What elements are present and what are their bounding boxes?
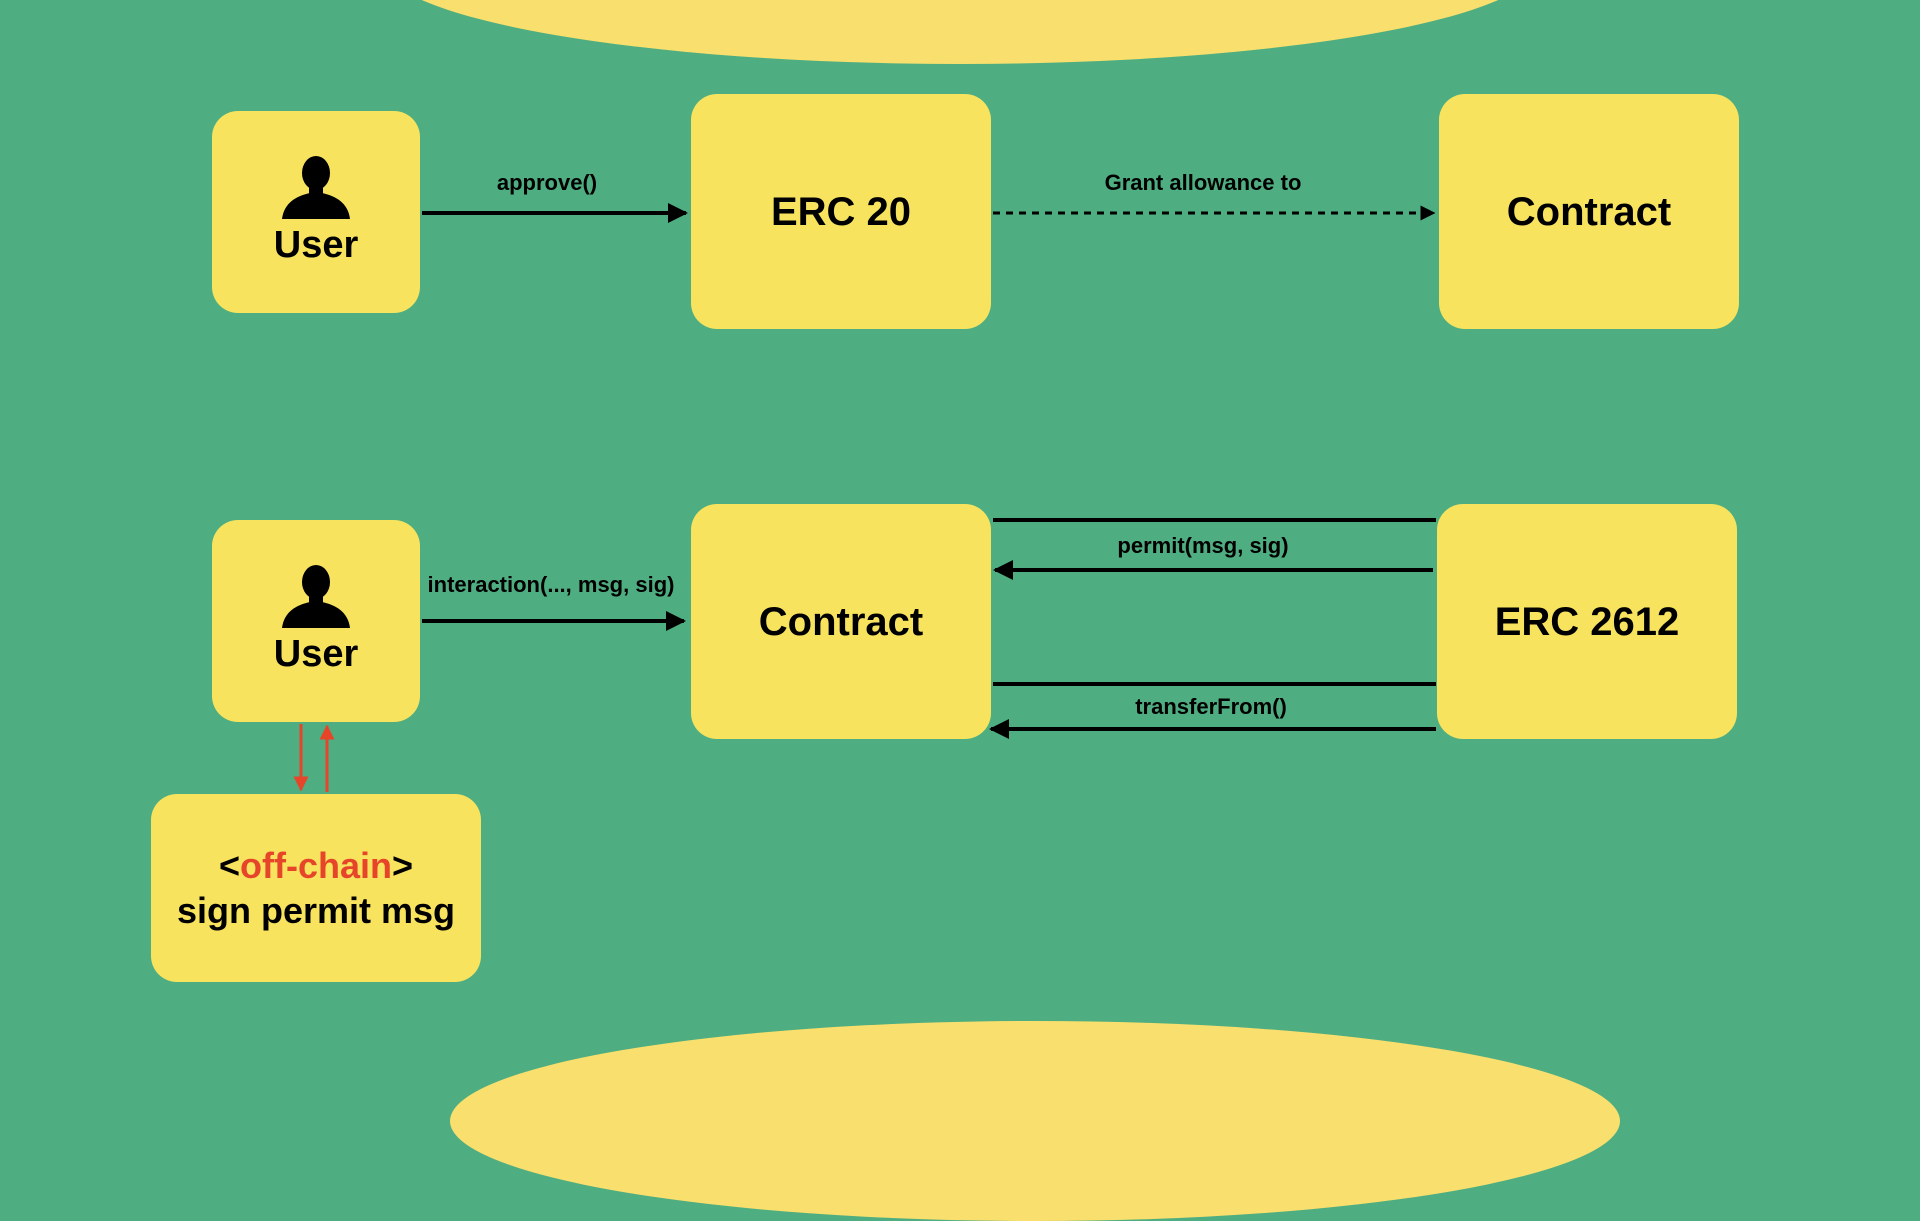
- user-node-bottom: User: [212, 520, 420, 722]
- user-icon: [282, 565, 350, 629]
- transferfrom-label: transferFrom(): [1135, 694, 1287, 719]
- decorative-blob-bottom: [450, 1021, 1620, 1221]
- approve-label: approve(): [496, 170, 598, 195]
- permit-label: permit(msg, sig): [1117, 533, 1289, 558]
- grant-allowance-label: Grant allowance to: [1104, 170, 1302, 195]
- offchain-sign-node: <off-chain> sign permit msg: [151, 794, 481, 982]
- offchain-close-bracket: >: [391, 845, 414, 886]
- contract-label: Contract: [1506, 189, 1672, 234]
- user-label: User: [273, 633, 359, 676]
- offchain-keyword: off-chain: [240, 845, 392, 886]
- contract-node-bottom: Contract: [691, 504, 991, 739]
- erc2612-node: ERC 2612: [1437, 504, 1737, 739]
- erc20-node: ERC 20: [691, 94, 991, 329]
- decorative-blob-top: [380, 0, 1540, 64]
- erc2612-label: ERC 2612: [1494, 599, 1680, 644]
- user-label: User: [273, 224, 359, 267]
- interaction-label: interaction(..., msg, sig): [427, 572, 675, 597]
- offchain-title: <off-chain>: [219, 843, 413, 888]
- user-icon: [282, 156, 350, 220]
- contract-node-top: Contract: [1439, 94, 1739, 329]
- offchain-open-bracket: <: [218, 845, 240, 886]
- contract-label: Contract: [758, 599, 924, 644]
- offchain-description: sign permit msg: [176, 890, 456, 931]
- erc20-label: ERC 20: [770, 189, 912, 234]
- user-node-top: User: [212, 111, 420, 313]
